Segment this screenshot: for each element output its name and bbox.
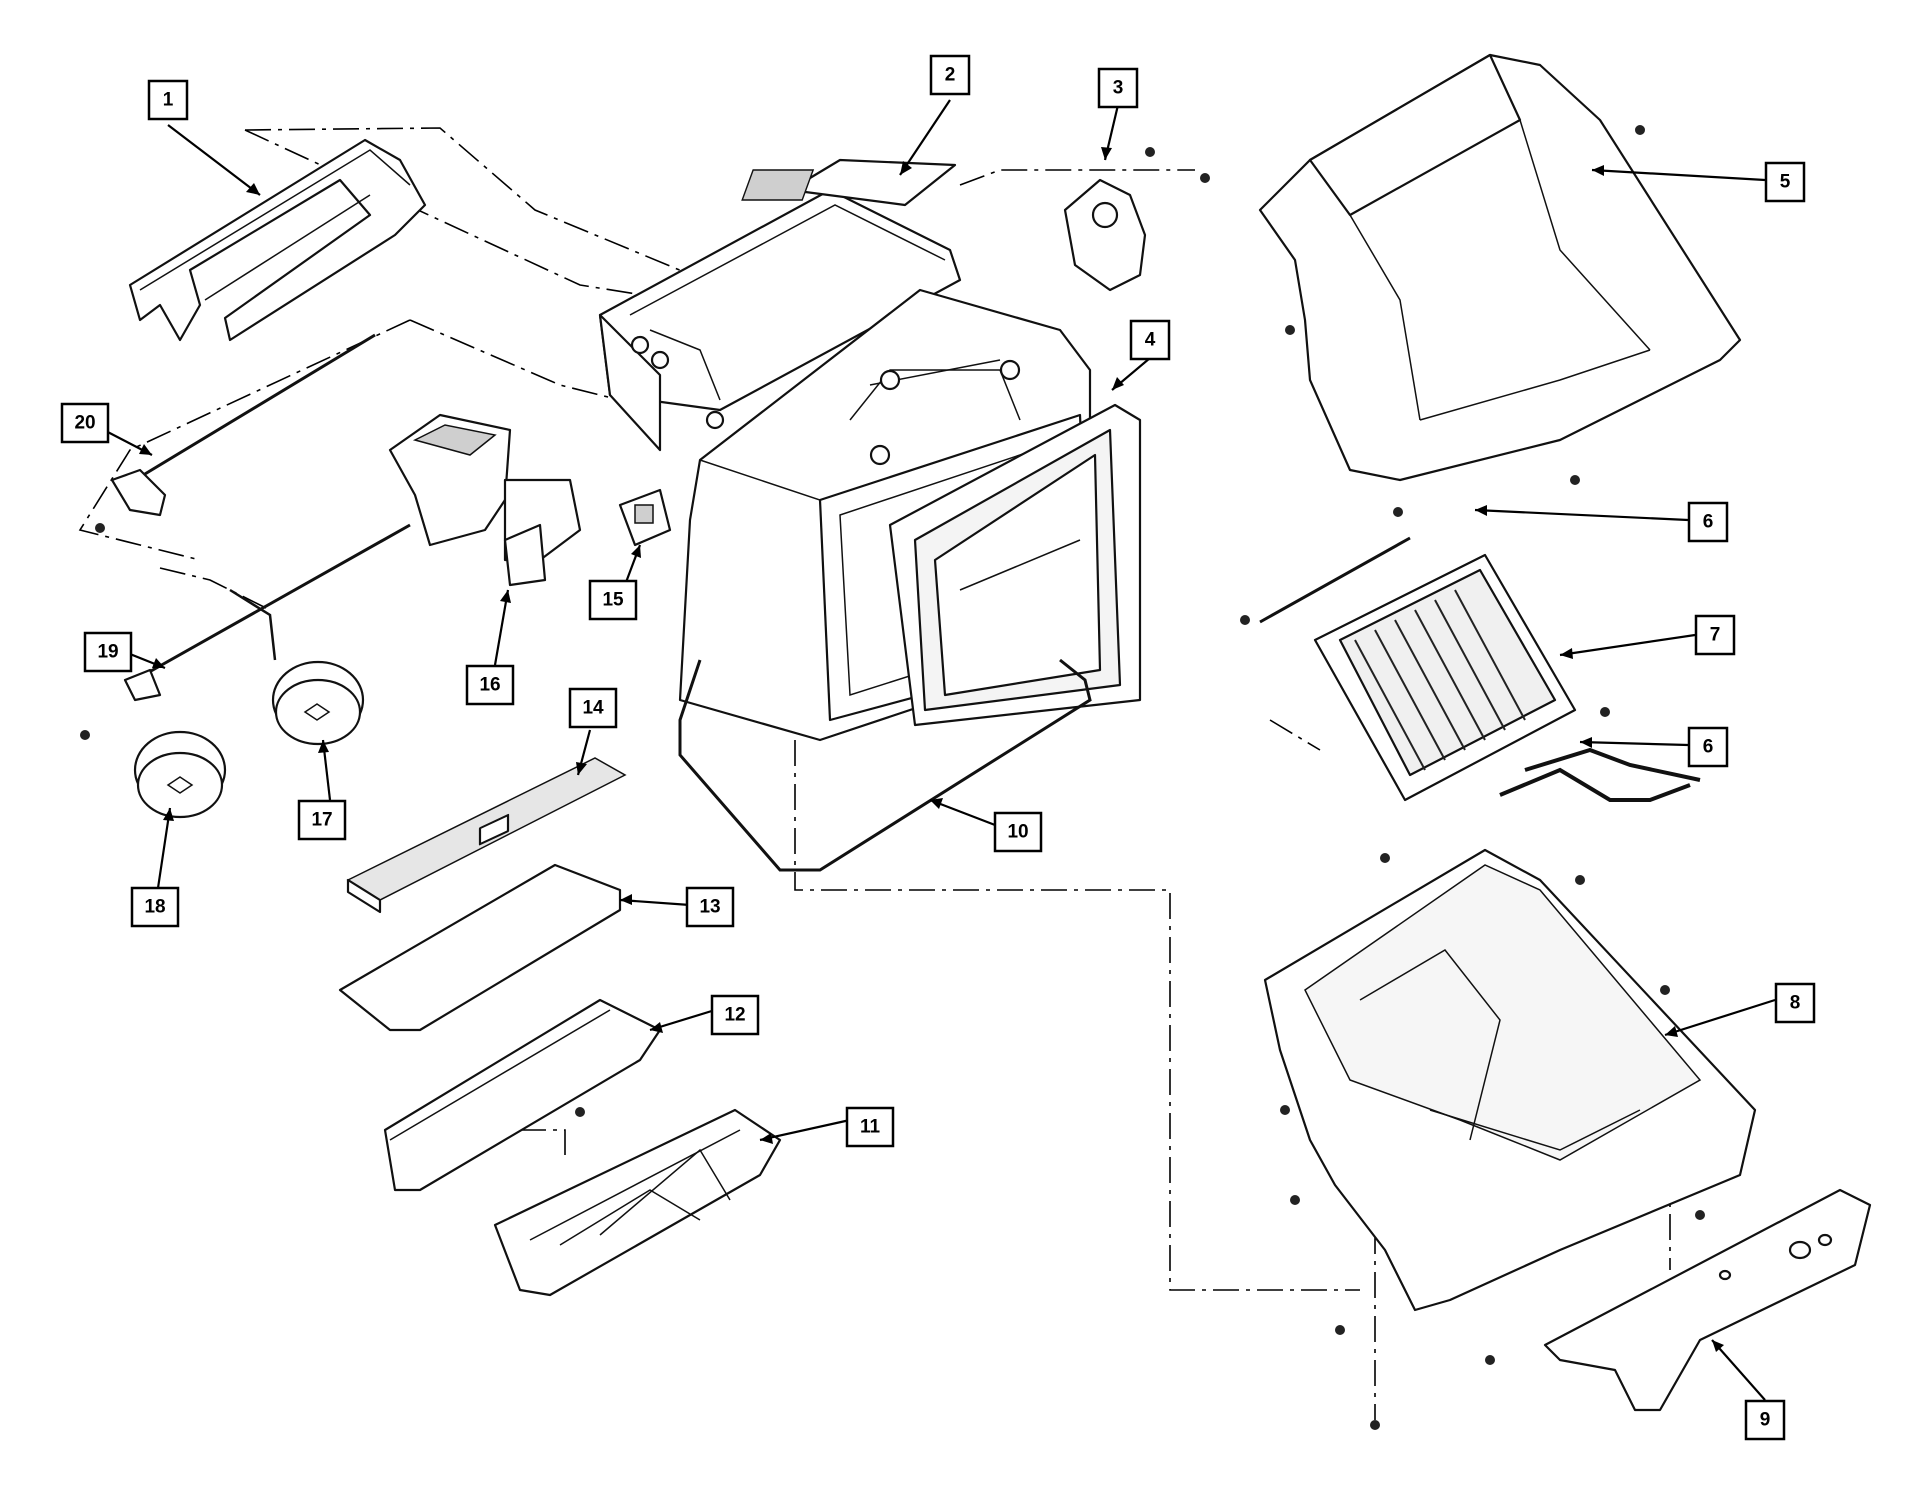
callout-9: 9 <box>1744 1399 1786 1441</box>
callout-2-label: 2 <box>945 65 956 86</box>
callout-5: 5 <box>1764 161 1806 203</box>
part-17-motor <box>271 660 365 746</box>
callout-10: 10 <box>993 811 1043 853</box>
callout-20-label: 20 <box>74 413 95 434</box>
callout-6-upper-label: 6 <box>1703 512 1714 533</box>
callout-12-label: 12 <box>724 1005 745 1026</box>
part-7-heater-core <box>1240 507 1701 863</box>
callout-18-label: 18 <box>144 897 165 918</box>
callout-13-label: 13 <box>699 897 720 918</box>
part-10-wire <box>678 658 1092 872</box>
callout-9-label: 9 <box>1760 1410 1771 1431</box>
part-5-upper-case <box>1258 53 1742 485</box>
callout-15-label: 15 <box>602 590 624 611</box>
part-12-trough <box>383 998 662 1192</box>
callout-16-label: 16 <box>479 675 500 696</box>
callout-13: 13 <box>685 886 735 928</box>
callout-6-upper: 6 <box>1687 501 1729 543</box>
callout-15: 15 <box>588 579 638 621</box>
part-4-frame <box>888 403 1142 727</box>
callout-7: 7 <box>1694 614 1736 656</box>
callout-6-lower: 6 <box>1687 726 1729 768</box>
part-3-actuator <box>1063 147 1210 292</box>
callout-3-label: 3 <box>1113 78 1124 99</box>
callout-16: 16 <box>465 664 515 706</box>
callout-5-label: 5 <box>1780 172 1791 193</box>
callout-8-label: 8 <box>1790 993 1801 1014</box>
callout-19: 19 <box>83 631 133 673</box>
part-11-door <box>493 1108 782 1297</box>
part-9-bracket <box>1543 1188 1872 1412</box>
part-18-motor <box>80 730 227 819</box>
callout-14-label: 14 <box>582 698 604 719</box>
part-1-cover <box>128 138 427 342</box>
callout-18: 18 <box>130 886 180 928</box>
callout-10-label: 10 <box>1007 822 1028 843</box>
callout-2: 2 <box>929 54 971 96</box>
callout-17-label: 17 <box>311 810 332 831</box>
part-13-plate <box>338 863 622 1032</box>
part-15-gasket <box>618 488 672 547</box>
part-19-rod <box>123 523 411 702</box>
leader-lines <box>99 99 1776 1401</box>
callout-11-label: 11 <box>860 1117 881 1138</box>
callout-4-label: 4 <box>1145 330 1156 351</box>
callout-17: 17 <box>297 799 347 841</box>
callout-19-label: 19 <box>97 642 118 663</box>
callout-12: 12 <box>710 994 760 1036</box>
callout-6-lower-label: 6 <box>1703 737 1714 758</box>
callout-4: 4 <box>1129 319 1171 361</box>
part-2-upper-housing <box>598 158 962 452</box>
part-8-lower-case <box>1263 848 1757 1430</box>
callout-14: 14 <box>568 687 618 729</box>
callout-20: 20 <box>60 402 110 444</box>
callout-8: 8 <box>1774 982 1816 1024</box>
callout-1: 1 <box>147 79 189 121</box>
callout-7-label: 7 <box>1710 625 1721 646</box>
callout-11: 11 <box>845 1106 895 1148</box>
part-16-duct <box>388 413 582 587</box>
part-20-rod <box>95 333 376 533</box>
callout-3: 3 <box>1097 67 1139 109</box>
callout-1-label: 1 <box>163 90 174 111</box>
part-14-panel <box>346 757 627 914</box>
